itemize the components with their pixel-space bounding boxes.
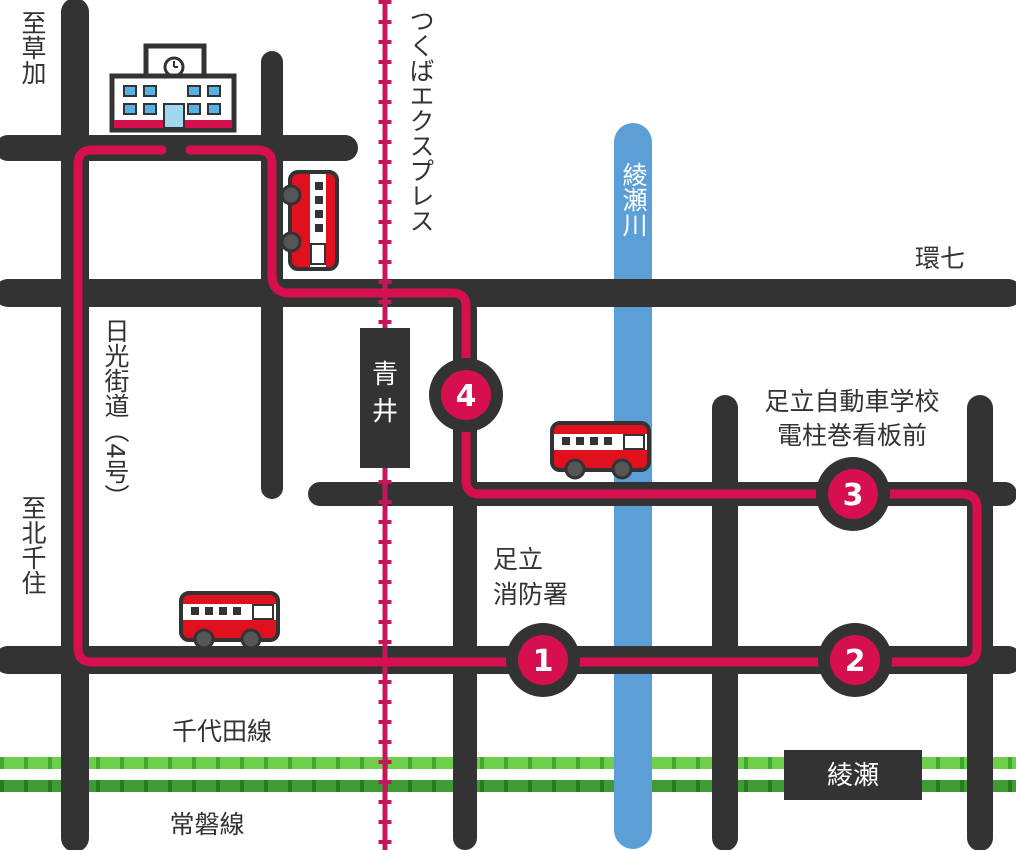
- bus-stop-4[interactable]: 4: [429, 358, 503, 432]
- label-to-kitasenju: 至北千住: [18, 495, 47, 595]
- bus-icon: [550, 421, 651, 480]
- label-nikko-kaido: 日光街道（4号）: [101, 318, 130, 509]
- label-joban-line: 常磐線: [169, 810, 244, 839]
- label-adachi-fire-1: 足立: [493, 545, 543, 574]
- station-aoi-name-1: 青: [372, 360, 398, 390]
- label-tsukuba-express: つくばエクスプレス: [406, 8, 435, 233]
- bus-stop-4-number: 4: [456, 379, 477, 414]
- bus-stop-3-number: 3: [843, 478, 864, 513]
- label-driving-school-1: 足立自動車学校: [764, 387, 939, 416]
- label-ayase-river: 綾瀬川: [619, 162, 648, 237]
- label-driving-school-2: 電柱巻看板前: [777, 421, 927, 450]
- bus-stop-3[interactable]: 3: [816, 457, 890, 531]
- station-aoi-name-2: 井: [372, 397, 398, 427]
- bus-stop-2[interactable]: 2: [818, 623, 892, 697]
- bus-route: [73, 145, 982, 667]
- label-kannana: 環七: [915, 244, 965, 273]
- label-chiyoda-line: 千代田線: [172, 717, 272, 746]
- station-ayase: 綾瀬: [784, 750, 922, 800]
- station-ayase-name: 綾瀬: [827, 761, 879, 791]
- label-adachi-fire-2: 消防署: [493, 580, 568, 609]
- bus-icon: [179, 591, 280, 650]
- station-aoi: 青 井: [360, 328, 410, 468]
- label-to-soka: 至草加: [18, 10, 47, 85]
- bus-stop-2-number: 2: [845, 644, 866, 679]
- bus-stop-1[interactable]: 1: [506, 623, 580, 697]
- bus-icon: [280, 170, 339, 271]
- school-icon: [109, 43, 237, 133]
- bus-stop-1-number: 1: [533, 644, 554, 679]
